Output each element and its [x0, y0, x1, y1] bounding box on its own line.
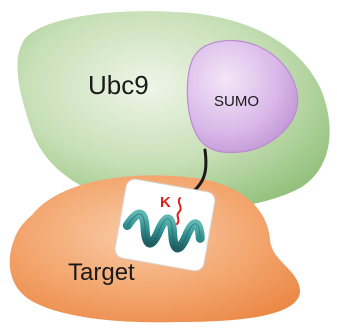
lysine-sidechain — [176, 197, 182, 225]
target-label: Target — [68, 259, 135, 286]
ubc9-label: Ubc9 — [88, 70, 149, 100]
lysine-label: K — [160, 194, 171, 211]
sumo-shape — [186, 39, 299, 154]
alpha-helix — [122, 209, 205, 253]
sumo-label: SUMO — [214, 93, 259, 110]
